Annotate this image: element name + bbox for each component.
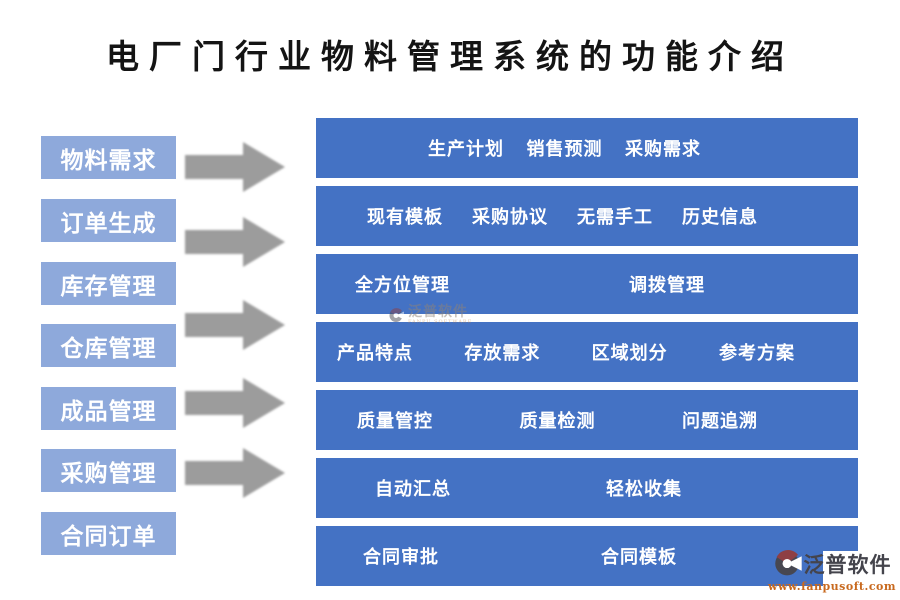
left-box-label: 仓库管理 [60, 334, 157, 362]
left-box-finished-product-management: 成品管理 [41, 387, 176, 430]
left-box-material-demand: 物料需求 [41, 136, 176, 179]
feature-item: 问题追溯 [682, 411, 758, 432]
left-box-label: 采购管理 [60, 459, 157, 487]
center-watermark: 泛普软件 FANPU SOFTWARE [388, 305, 472, 325]
feature-item: 合同审批 [363, 547, 439, 568]
feature-bar-contract: 合同审批 合同模板 [316, 526, 858, 586]
feature-item: 区域划分 [591, 343, 668, 364]
feature-item: 存放需求 [464, 343, 541, 364]
feature-item: 采购协议 [472, 207, 548, 228]
flow-arrow-icon [185, 142, 285, 192]
left-box-inventory-management: 库存管理 [41, 262, 176, 305]
feature-bar-production-planning: 生产计划 销售预测 采购需求 [316, 118, 858, 178]
flow-arrow-icon [185, 300, 285, 350]
feature-item: 质量管控 [357, 411, 433, 432]
feature-item: 轻松收集 [606, 479, 682, 500]
feature-item: 采购需求 [625, 139, 701, 160]
feature-item: 质量检测 [519, 411, 596, 432]
left-box-label: 库存管理 [60, 272, 157, 300]
left-box-label: 合同订单 [60, 522, 157, 550]
flow-arrow-icon [185, 378, 285, 428]
left-box-label: 订单生成 [60, 209, 157, 237]
feature-bar-procurement: 自动汇总 轻松收集 [316, 458, 858, 518]
feature-item: 自动汇总 [375, 479, 451, 500]
vendor-logo-url: www.fanpusoft.com [767, 580, 897, 593]
left-box-order-generation: 订单生成 [41, 199, 176, 242]
left-box-contract-order: 合同订单 [41, 512, 176, 555]
feature-item: 历史信息 [682, 207, 758, 228]
watermark-text: 泛普软件 [408, 304, 468, 320]
feature-bar-order-templates: 现有模板 采购协议 无需手工 历史信息 [316, 186, 858, 246]
feature-item: 参考方案 [718, 343, 795, 364]
feature-item: 无需手工 [577, 207, 653, 228]
left-box-label: 成品管理 [60, 397, 157, 425]
page-title: 电厂门行业物料管理系统的功能介绍 [106, 37, 794, 76]
feature-bar-quality: 质量管控 质量检测 问题追溯 [316, 390, 858, 450]
feature-bar-inventory: 全方位管理 调拨管理 [316, 254, 858, 314]
left-box-label: 物料需求 [60, 146, 157, 174]
feature-item: 生产计划 [428, 139, 504, 160]
logo-background-patch [823, 551, 900, 600]
vendor-logo-name: 泛普软件 [803, 551, 892, 577]
feature-item: 产品特点 [337, 343, 413, 364]
feature-item: 合同模板 [601, 547, 677, 568]
fanpu-logo-icon [774, 550, 802, 576]
feature-item: 调拨管理 [629, 275, 705, 296]
feature-item: 销售预测 [526, 139, 603, 160]
left-box-warehouse-management: 仓库管理 [41, 324, 176, 367]
watermark-subtext: FANPU SOFTWARE [408, 319, 473, 325]
feature-item: 现有模板 [367, 207, 443, 228]
feature-bar-warehouse: 产品特点 存放需求 区域划分 参考方案 [316, 322, 858, 382]
flow-arrow-icon [185, 448, 285, 498]
flow-arrow-icon [185, 217, 285, 267]
vendor-logo: 泛普软件 www.fanpusoft.com [766, 548, 898, 593]
left-box-procurement-management: 采购管理 [41, 449, 176, 492]
fanpu-logo-icon [389, 307, 404, 322]
feature-item: 全方位管理 [355, 275, 450, 296]
